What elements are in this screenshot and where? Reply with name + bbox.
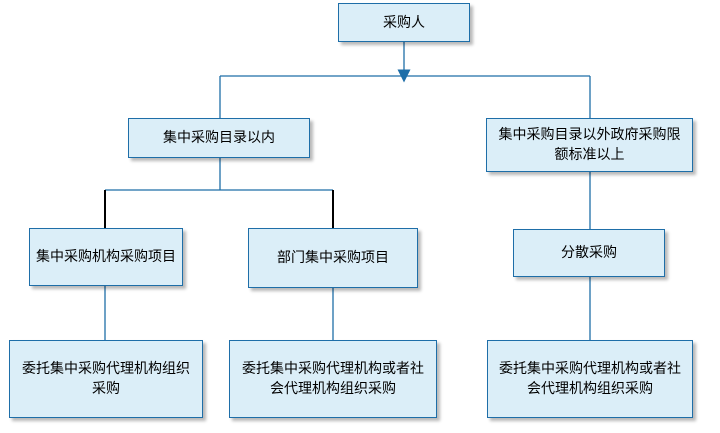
node-decentralized-procurement: 分散采购: [513, 229, 665, 277]
node-entrust-agency-or-social-right: 委托集中采购代理机构或者社会代理机构组织采购: [487, 340, 693, 418]
node-outside-catalog-above-limit-label: 集中采购目录以外政府采购限额标准以上: [498, 127, 681, 163]
node-purchaser: 采购人: [338, 3, 470, 42]
node-centralized-within-catalog: 集中采购目录以内: [128, 118, 310, 158]
node-centralized-within-catalog-label: 集中采购目录以内: [163, 130, 275, 146]
node-centralized-agency-project: 集中采购机构采购项目: [29, 228, 183, 286]
node-centralized-agency-project-label: 集中采购机构采购项目: [36, 249, 176, 265]
node-decentralized-procurement-label: 分散采购: [561, 245, 617, 261]
node-purchaser-label: 采购人: [383, 14, 425, 31]
node-outside-catalog-above-limit: 集中采购目录以外政府采购限额标准以上: [486, 118, 693, 172]
node-department-centralized-project: 部门集中采购项目: [248, 228, 418, 288]
node-entrust-agency-or-social-left: 委托集中采购代理机构或者社会代理机构组织采购: [229, 340, 437, 418]
node-department-centralized-project-label: 部门集中采购项目: [277, 250, 389, 266]
node-entrust-agency-or-social-left-label: 委托集中采购代理机构或者社会代理机构组织采购: [242, 361, 424, 397]
node-entrust-centralized-agency-label: 委托集中采购代理机构组织采购: [22, 361, 190, 397]
node-entrust-centralized-agency: 委托集中采购代理机构组织采购: [9, 340, 203, 418]
node-entrust-agency-or-social-right-label: 委托集中采购代理机构或者社会代理机构组织采购: [499, 361, 681, 397]
